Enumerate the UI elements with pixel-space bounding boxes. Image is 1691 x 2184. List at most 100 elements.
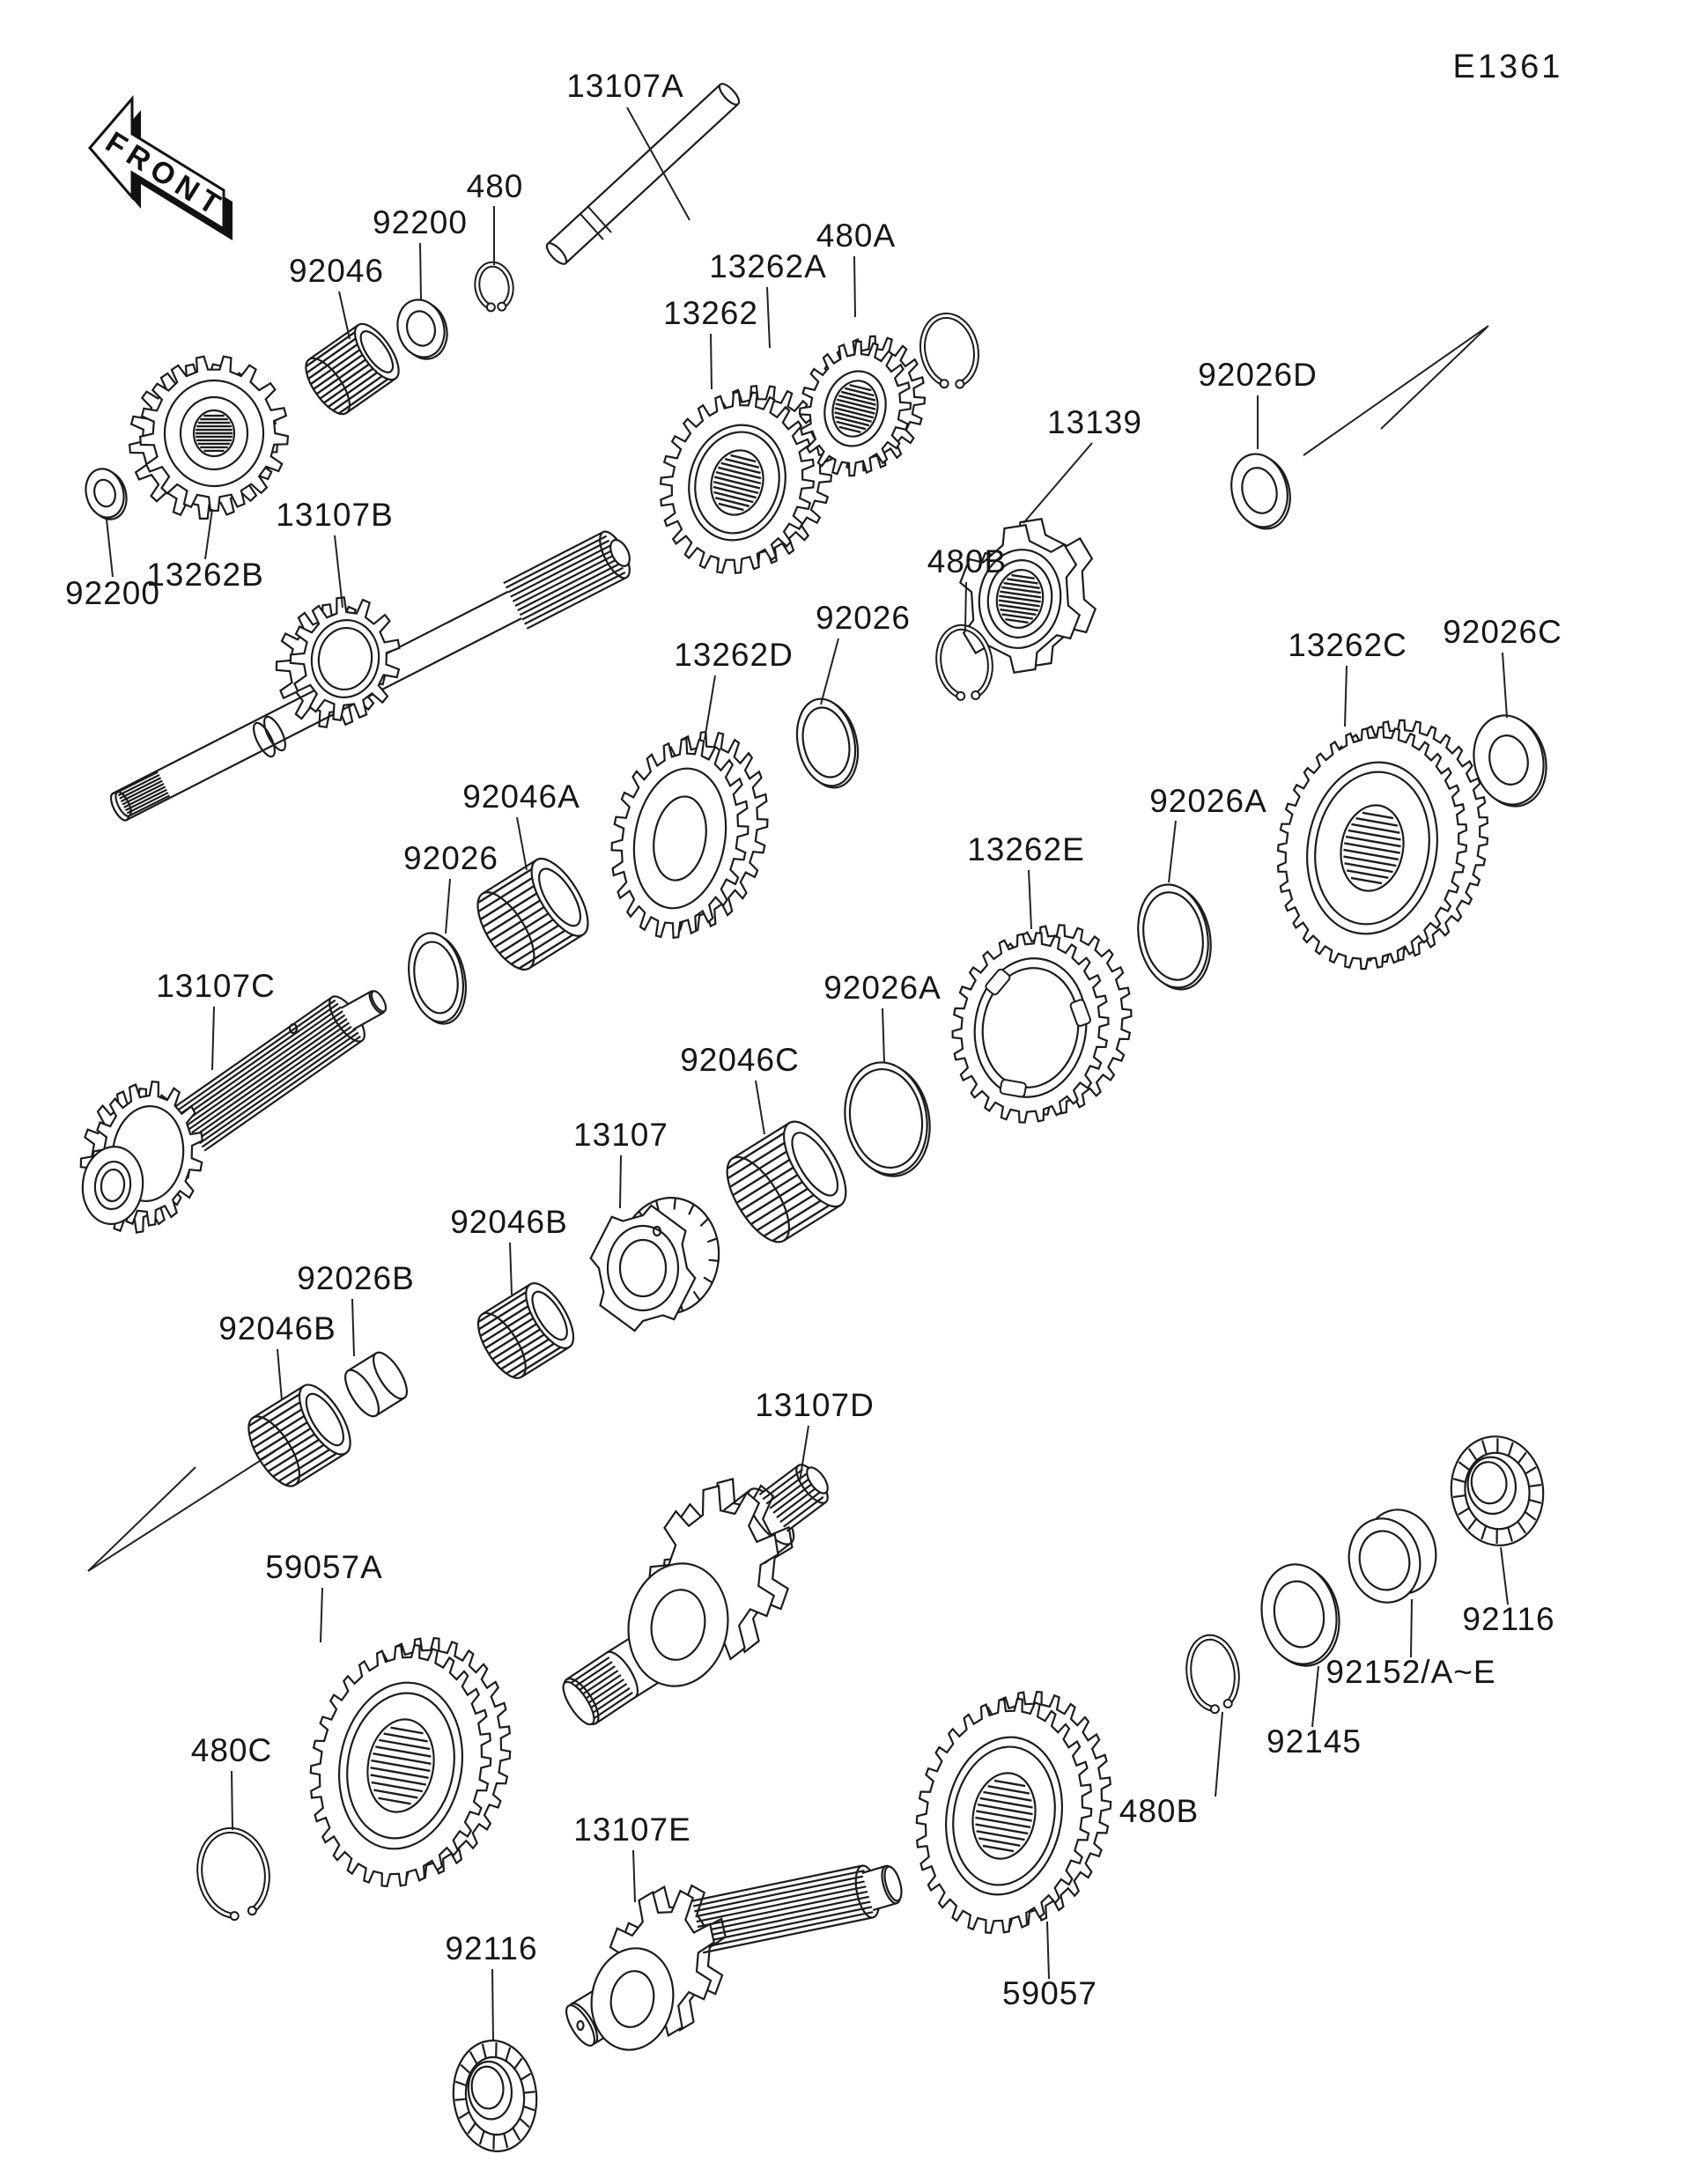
snap-ring-480B-bottom bbox=[1185, 1634, 1240, 1715]
part-label-13107B: 13107B bbox=[276, 497, 394, 533]
part-number-labels: 13107A 480 92200 92046 13262A 480A 13262… bbox=[65, 68, 1562, 2011]
leader-line bbox=[1502, 652, 1508, 719]
part-label-92026A-center: 92026A bbox=[823, 970, 941, 1006]
part-label-92026-upper: 92026 bbox=[816, 600, 911, 636]
gear-13262C bbox=[1276, 719, 1489, 970]
part-label-92046A: 92046A bbox=[462, 778, 580, 815]
parts-illustrations bbox=[79, 83, 1547, 2152]
part-label-480B-bottom: 480B bbox=[1119, 1793, 1199, 1829]
part-label-13107A: 13107A bbox=[566, 68, 684, 104]
taper-bearing-92116-bottom bbox=[452, 2040, 538, 2152]
needle-bearing-92046B-lower bbox=[247, 1383, 351, 1487]
part-label-480C: 480C bbox=[191, 1732, 272, 1768]
part-label-13262B: 13262B bbox=[146, 557, 264, 593]
part-label-13107D: 13107D bbox=[755, 1387, 875, 1423]
dog-ring-13262E bbox=[951, 924, 1133, 1124]
gear-13262A bbox=[798, 335, 927, 477]
snap-ring-480 bbox=[474, 261, 514, 313]
part-label-92200-left: 92200 bbox=[65, 575, 160, 611]
part-label-480B-upper: 480B bbox=[927, 543, 1007, 579]
part-label-13107E: 13107E bbox=[573, 1811, 691, 1848]
part-label-13262C: 13262C bbox=[1288, 627, 1407, 663]
pointer-line bbox=[1380, 327, 1488, 430]
washer-92026A-right bbox=[1137, 883, 1212, 991]
snap-ring-480B-upper bbox=[935, 623, 993, 701]
bushing-92152 bbox=[1348, 1509, 1437, 1604]
part-label-92046C: 92046C bbox=[680, 1042, 800, 1078]
part-label-480A: 480A bbox=[816, 218, 896, 254]
needle-bearing-92046A bbox=[476, 857, 589, 971]
part-label-92026D: 92026D bbox=[1198, 357, 1318, 393]
shaft-13107A bbox=[545, 83, 741, 265]
part-label-13262D: 13262D bbox=[674, 637, 794, 673]
leader-line bbox=[1500, 1546, 1509, 1605]
front-arrow-body bbox=[88, 94, 225, 232]
front-direction-arrow: FRONT bbox=[88, 94, 233, 240]
part-label-92116-right: 92116 bbox=[1462, 1601, 1554, 1637]
leader-line bbox=[820, 638, 839, 705]
gear-13262D bbox=[610, 730, 769, 940]
needle-bearing-92046B-upper bbox=[476, 1282, 575, 1379]
leader-line bbox=[509, 1242, 513, 1295]
leader-line bbox=[320, 1587, 323, 1643]
washer-92145 bbox=[1260, 1563, 1340, 1667]
part-label-92145: 92145 bbox=[1266, 1723, 1362, 1760]
shaft-13107E bbox=[565, 1864, 903, 2051]
part-label-92046B-lower: 92046B bbox=[218, 1310, 336, 1347]
leader-line bbox=[338, 291, 351, 340]
part-label-92046B-upper: 92046B bbox=[450, 1204, 568, 1240]
leader-line bbox=[853, 255, 856, 318]
leader-line bbox=[1215, 1711, 1223, 1797]
leader-line bbox=[1344, 665, 1348, 727]
needle-bearing-92046 bbox=[305, 322, 400, 416]
washer-92026-mid bbox=[408, 932, 467, 1025]
shaft-13107C bbox=[79, 990, 388, 1234]
pointer-line bbox=[1303, 325, 1489, 456]
part-label-59057A: 59057A bbox=[265, 1549, 383, 1585]
leader-line bbox=[710, 333, 713, 390]
part-label-92026C: 92026C bbox=[1443, 614, 1562, 650]
shaft-13107D bbox=[562, 1464, 829, 1726]
leader-line bbox=[277, 1348, 283, 1401]
leader-line bbox=[766, 286, 771, 349]
leader-line bbox=[106, 519, 114, 578]
snap-ring-480A bbox=[919, 312, 980, 389]
leader-line bbox=[1311, 1665, 1319, 1728]
washer-92200-top bbox=[396, 299, 448, 360]
part-label-13262E: 13262E bbox=[967, 831, 1085, 867]
gear-13262B bbox=[128, 355, 290, 520]
washer-92026C bbox=[1473, 714, 1547, 808]
leader-line bbox=[334, 535, 343, 609]
part-label-92026B: 92026B bbox=[297, 1260, 415, 1296]
gear-13262 bbox=[659, 384, 833, 575]
leader-line bbox=[516, 816, 528, 871]
bushing-92026B bbox=[344, 1351, 408, 1418]
needle-bearing-92046C bbox=[726, 1120, 847, 1243]
leader-lines bbox=[87, 107, 1509, 2042]
leader-line bbox=[231, 1770, 233, 1831]
leader-line bbox=[491, 1968, 494, 2042]
part-label-92200-top: 92200 bbox=[373, 204, 468, 240]
part-label-92026-mid: 92026 bbox=[403, 840, 498, 876]
part-label-13139: 13139 bbox=[1047, 404, 1142, 440]
leader-line bbox=[799, 1425, 809, 1482]
page-ref-code: E1361 bbox=[1453, 48, 1563, 85]
leader-line bbox=[704, 675, 716, 741]
dog-gear-13107 bbox=[589, 1197, 720, 1332]
part-label-92026A-right: 92026A bbox=[1149, 783, 1267, 819]
part-label-480: 480 bbox=[467, 168, 524, 204]
leader-line bbox=[1046, 1921, 1050, 1980]
part-label-59057: 59057 bbox=[1002, 1975, 1097, 2011]
leader-line bbox=[1028, 869, 1032, 930]
leader-line bbox=[626, 107, 690, 221]
part-label-92116-bottom: 92116 bbox=[445, 1930, 537, 1966]
part-label-92152: 92152/A~E bbox=[1325, 1654, 1495, 1690]
shaft-13107B bbox=[109, 530, 631, 822]
washer-92026D bbox=[1230, 453, 1291, 530]
gear-59057A bbox=[309, 1636, 512, 1888]
leader-line bbox=[1410, 1598, 1413, 1658]
dog-hub-13139 bbox=[958, 518, 1097, 674]
leader-line bbox=[882, 1007, 885, 1064]
gear-59057 bbox=[915, 1690, 1112, 1935]
